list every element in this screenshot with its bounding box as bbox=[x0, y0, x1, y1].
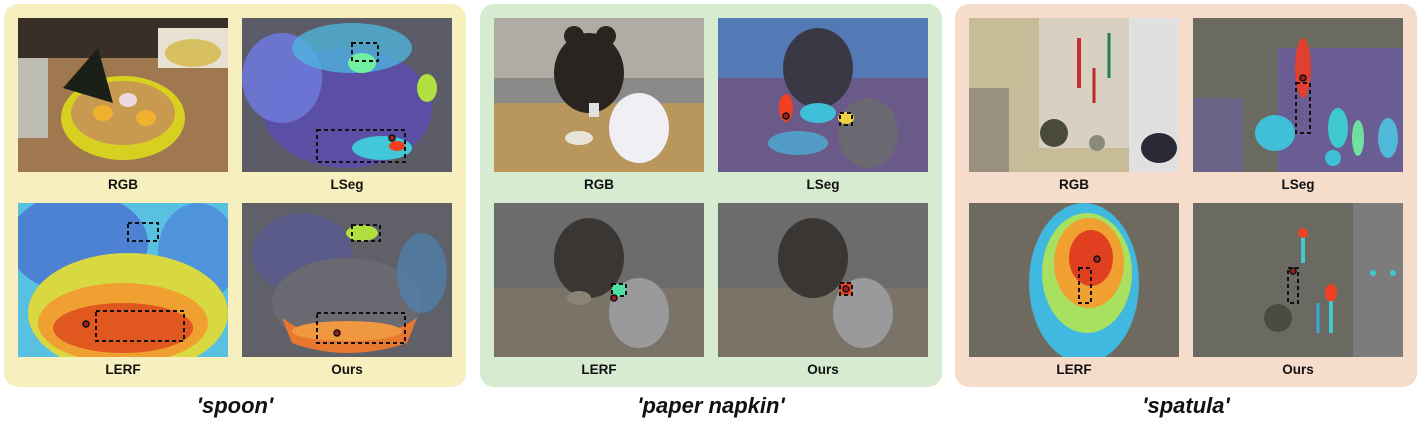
label-lerf: LERF bbox=[1056, 362, 1092, 377]
lerf-heatmap bbox=[494, 203, 704, 357]
cell-ours: Ours bbox=[1193, 203, 1403, 377]
lerf-heatmap bbox=[969, 203, 1179, 357]
label-lerf: LERF bbox=[105, 362, 141, 377]
cell-lseg: LSeg bbox=[242, 18, 452, 192]
cell-lerf: LERF bbox=[969, 203, 1179, 377]
cell-rgb: RGB bbox=[969, 18, 1179, 192]
rgb-image bbox=[18, 18, 228, 172]
label-rgb: RGB bbox=[584, 177, 614, 192]
query-caption-spatula: 'spatula' bbox=[1142, 393, 1230, 418]
lseg-heatmap bbox=[718, 18, 928, 172]
cell-lerf: LERF bbox=[18, 203, 228, 377]
label-rgb: RGB bbox=[108, 177, 138, 192]
panel-spatula: RGB LSeg bbox=[955, 4, 1417, 387]
lerf-heatmap bbox=[18, 203, 228, 357]
lseg-heatmap bbox=[1193, 18, 1403, 172]
cell-rgb: RGB bbox=[18, 18, 228, 192]
rgb-image bbox=[494, 18, 704, 172]
ours-heatmap bbox=[1193, 203, 1403, 357]
label-ours: Ours bbox=[807, 362, 839, 377]
ours-heatmap bbox=[242, 203, 452, 357]
query-caption-spoon: 'spoon' bbox=[196, 393, 274, 418]
label-ours: Ours bbox=[1282, 362, 1314, 377]
cell-lerf: LERF bbox=[494, 203, 704, 377]
query-caption-paper-napkin: 'paper napkin' bbox=[637, 393, 785, 418]
panel-spoon: RGB LSeg bbox=[4, 4, 466, 387]
rgb-image bbox=[969, 18, 1179, 172]
label-ours: Ours bbox=[331, 362, 363, 377]
cell-rgb: RGB bbox=[494, 18, 704, 192]
label-lseg: LSeg bbox=[806, 177, 840, 192]
cell-lseg: LSeg bbox=[718, 18, 928, 192]
cell-ours: Ours bbox=[242, 203, 452, 377]
label-lseg: LSeg bbox=[330, 177, 364, 192]
lseg-heatmap bbox=[242, 18, 452, 172]
label-lseg: LSeg bbox=[1281, 177, 1315, 192]
cell-ours: Ours bbox=[718, 203, 928, 377]
cell-lseg: LSeg bbox=[1193, 18, 1403, 192]
ours-heatmap bbox=[718, 203, 928, 357]
panel-paper-napkin: RGB LSeg bbox=[480, 4, 942, 387]
label-lerf: LERF bbox=[581, 362, 617, 377]
label-rgb: RGB bbox=[1059, 177, 1089, 192]
